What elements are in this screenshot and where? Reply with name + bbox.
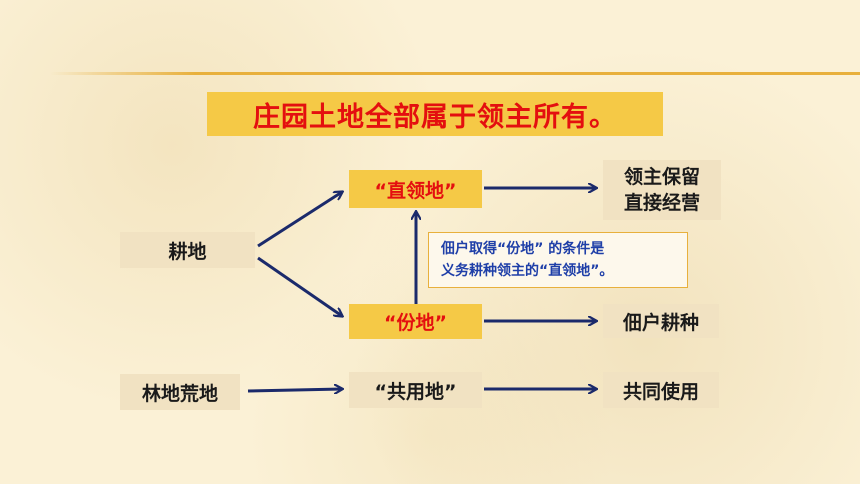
arrow-arable-to-share <box>257 256 342 316</box>
condition-note-line1: 佃户取得“份地” 的条件是 <box>441 241 605 257</box>
node-demesne: “直领地” <box>349 170 482 208</box>
node-share-land-label: “份地” <box>384 312 447 334</box>
node-serf-farming: 佃户耕种 <box>603 304 719 338</box>
page-title: 庄园土地全部属于领主所有。 <box>253 101 617 133</box>
node-forest-label: 林地荒地 <box>141 382 218 405</box>
arrow-arable-to-demesne <box>257 192 342 248</box>
top-divider-line <box>50 72 860 75</box>
condition-note: 佃户取得“份地” 的条件是 义务耕种领主的“直领地”。 <box>428 232 688 288</box>
node-serf-farming-label: 佃户耕种 <box>622 311 699 334</box>
node-share-land: “份地” <box>349 304 482 339</box>
node-lord-retained: 领主保留 直接经营 <box>603 160 721 220</box>
node-common-land: “共用地” <box>349 372 482 408</box>
node-common-use-label: 共同使用 <box>622 380 699 403</box>
arrow-forest-to-common <box>247 389 342 391</box>
node-forest-wasteland: 林地荒地 <box>120 374 240 410</box>
node-lord-retained-line2: 直接经营 <box>623 192 700 214</box>
node-common-use: 共同使用 <box>603 372 719 408</box>
node-demesne-label: “直领地” <box>374 179 457 202</box>
title-banner: 庄园土地全部属于领主所有。 <box>207 92 663 136</box>
node-arable-land: 耕地 <box>120 232 255 268</box>
node-arable-label: 耕地 <box>168 240 207 263</box>
node-lord-retained-line1: 领主保留 <box>623 166 700 188</box>
node-common-land-label: “共用地” <box>374 380 457 403</box>
condition-note-line2: 义务耕种领主的“直领地”。 <box>441 263 614 279</box>
